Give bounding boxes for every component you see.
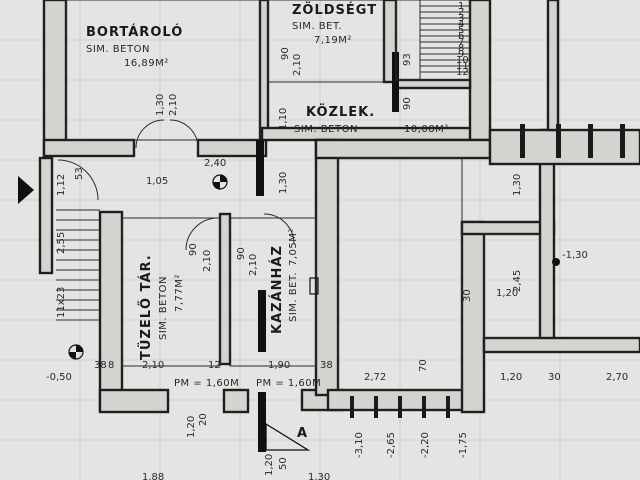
dim-20-v: 20 (198, 413, 209, 426)
stair-step-9: 9 (458, 49, 464, 60)
stair-step-8: 8 (458, 43, 464, 54)
dim-188: 1,88 (142, 472, 164, 480)
dim-11x23: 11x23 (56, 287, 67, 318)
staircase: 1 2 3 4 5 6 7 8 9 10 11 12 (395, 0, 471, 81)
dim-210-top: 2,10 (168, 94, 179, 116)
room-finish-kozlek: SIM. BETON (294, 124, 358, 135)
stair-step-1: 1 (458, 1, 464, 12)
room-area-tuzelo: 7,77M² (174, 274, 185, 312)
dim-130-far: -1,30 (562, 250, 588, 261)
dim-050: -0,50 (46, 372, 72, 383)
walls (38, 0, 640, 414)
stair-step-4: 4 (458, 19, 464, 30)
dim-210-a: 2,10 (202, 250, 213, 272)
room-name-kozlek: KÖZLEK. (306, 104, 375, 120)
dim-105: 1,05 (146, 176, 168, 187)
room-name-zoldseg: ZÖLDSÉGT (292, 2, 377, 18)
dim-8: 8 (108, 360, 114, 371)
dim-110: 1,10 (278, 108, 289, 130)
room-area-kozlek: 10,08M² (404, 124, 449, 135)
room-area-zoldseg: 7,19M² (314, 35, 352, 46)
room-area-kazanhaz: 7,05M² (288, 228, 299, 266)
dim-38b: 38 (320, 360, 333, 371)
dim-130-r: 1,30 (512, 174, 523, 196)
left-steps (56, 209, 100, 321)
dim-90-a: 90 (188, 243, 199, 256)
dim-220: -2,20 (420, 432, 431, 458)
dim-210-c: 2,10 (292, 54, 303, 76)
room-finish-zoldseg: SIM. BET. (292, 21, 342, 32)
level-pm-right: PM = 1,60M (256, 378, 321, 389)
stair-step-11: 11 (456, 61, 469, 72)
room-name-bortarolo: BORTÁROLÓ (86, 24, 183, 40)
stair-step-12: 12 (456, 67, 469, 78)
dim-70: 70 (418, 359, 429, 372)
dim-210-bot: 2,10 (142, 360, 164, 371)
room-finish-kazanhaz: SIM. BET. (288, 272, 299, 322)
dim-50-v: 50 (278, 457, 289, 470)
section-mark: A (297, 426, 308, 441)
level-pm-left: PM = 1,60M (174, 378, 239, 389)
dim-90-d: 90 (402, 97, 413, 110)
room-finish-bortarolo: SIM. BETON (86, 44, 150, 55)
dim-120-v2: 1,20 (264, 454, 275, 476)
dim-245: 2,45 (512, 270, 523, 292)
stair-step-5: 5 (458, 25, 464, 36)
stair-step-3: 3 (458, 13, 464, 24)
dim-93: 93 (402, 53, 413, 66)
dim-90-c: 90 (280, 47, 291, 60)
dim-265: -2,65 (386, 432, 397, 458)
level-markers (68, 174, 560, 360)
dim-175: -1,75 (458, 432, 469, 458)
dim-30-a: 30 (462, 289, 473, 302)
stair-step-6: 6 (458, 31, 464, 42)
dim-190: 1,90 (268, 360, 290, 371)
chimneys (256, 52, 399, 452)
dim-310: -3,10 (354, 432, 365, 458)
stair-step-7: 7 (458, 37, 464, 48)
dim-120: 1,20 (496, 288, 518, 299)
dim-272: 2,72 (364, 372, 386, 383)
dimensions: 1,30 2,10 2,40 1,05 1,12 53 2,55 11x23 -… (46, 47, 628, 480)
dim-38a: 38 (94, 360, 107, 371)
dim-53: 53 (74, 167, 85, 180)
dim-210-b: 2,10 (248, 254, 259, 276)
room-finish-tuzelo: SIM. BETON (158, 276, 169, 340)
stair-step-2: 2 (458, 7, 464, 18)
doors (57, 119, 295, 251)
room-name-tuzelo: TÜZELŐ TÁR. (138, 254, 154, 360)
terrace-pillars (350, 124, 625, 418)
stair-step-10: 10 (456, 55, 469, 66)
section-line-icon (265, 422, 311, 451)
dim-112: 1,12 (56, 174, 67, 196)
dim-130-top: 1,30 (155, 94, 166, 116)
room-area-bortarolo: 16,89M² (124, 58, 169, 69)
dim-130-bot: 1,30 (308, 472, 330, 480)
dim-120-v: 1,20 (186, 416, 197, 438)
dim-240: 2,40 (204, 158, 226, 169)
dim-12-bot: 12 (208, 360, 221, 371)
dim-120-b: 1,20 (500, 372, 522, 383)
dim-130-mid: 1,30 (278, 172, 289, 194)
room-outlines (65, 0, 541, 391)
section-arrow-icon (18, 176, 34, 204)
room-name-kazanhaz: KAZÁNHÁZ (269, 245, 285, 334)
dim-270: 2,70 (606, 372, 628, 383)
dim-90-b: 90 (236, 247, 247, 260)
dim-255: 2,55 (56, 232, 67, 254)
dim-30-b: 30 (548, 372, 561, 383)
boiler-fixture-icon (309, 277, 319, 295)
